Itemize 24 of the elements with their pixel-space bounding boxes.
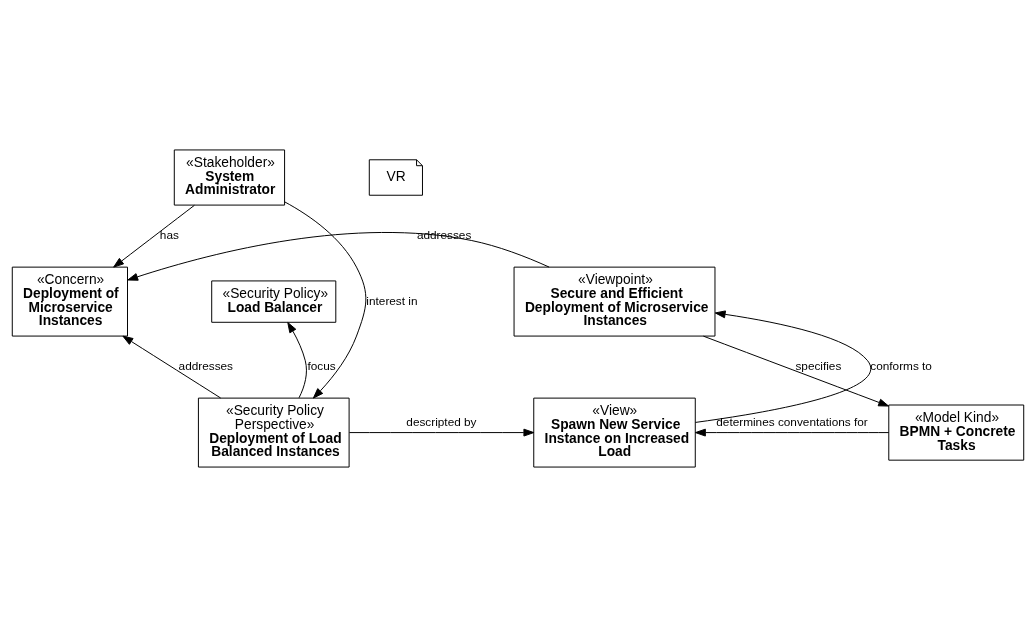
edge-label: determines conventations for — [716, 415, 868, 430]
arrow — [127, 232, 550, 281]
node-box: «Stakeholder» System Administrator — [173, 149, 286, 206]
node-box: «Security Policy» Load Balancer — [211, 280, 337, 323]
node-box: «Concern» Deployment of Microservice Instances — [11, 266, 128, 337]
edge-label: conforms to — [870, 359, 932, 374]
arrow — [695, 310, 872, 423]
arrow — [695, 428, 890, 437]
arrow — [113, 204, 195, 268]
edge-label: descripted by — [406, 415, 477, 430]
node-box: «Security Policy Perspective» Deployment of Load Balanced Instances — [197, 397, 350, 468]
node-box: «View» Spawn New Service Instance on Increased Load — [533, 397, 696, 468]
edge-label: interest in — [366, 293, 418, 308]
edge-label: specifies — [795, 359, 842, 374]
arrow — [287, 322, 307, 399]
edge-label: addresses — [178, 359, 234, 374]
arrow — [702, 335, 890, 407]
edge-label: focus — [307, 359, 336, 374]
edge-label: has — [159, 228, 179, 243]
node-box: «Viewpoint» Secure and Efficient Deployment of Microservice Instances — [513, 266, 716, 337]
arrow — [284, 201, 367, 399]
arrow — [348, 428, 535, 437]
arrow — [122, 335, 222, 399]
node-box: «Model Kind» BPMN + Concrete Tasks — [888, 404, 1025, 461]
